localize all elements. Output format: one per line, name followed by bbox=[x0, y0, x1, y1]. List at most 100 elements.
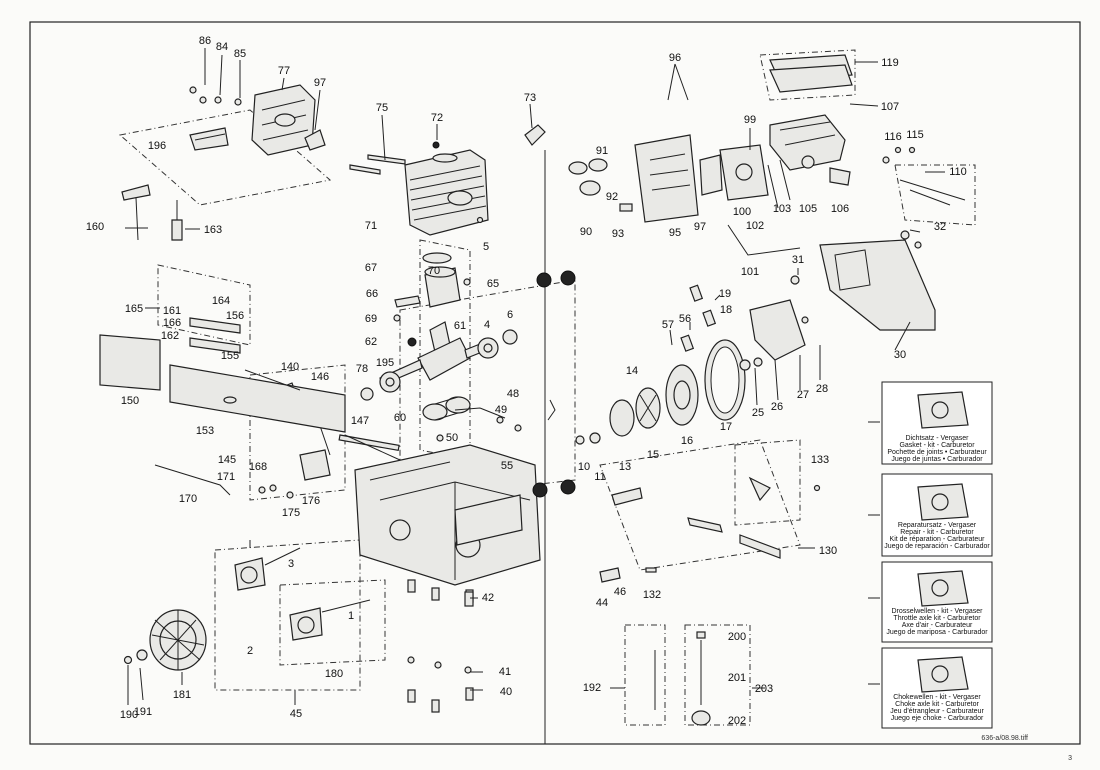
group-45-box bbox=[214, 539, 361, 691]
impulse-hose bbox=[454, 407, 506, 419]
intake-rings bbox=[568, 158, 608, 196]
callout-label-78: 78 bbox=[356, 363, 368, 375]
kit-200-line-2: Gasket - kit - Carburetor bbox=[899, 442, 975, 449]
callout-label-190: 190 bbox=[120, 709, 138, 721]
callout-label-99: 99 bbox=[744, 114, 756, 126]
callout-label-28: 28 bbox=[816, 383, 828, 395]
callout-label-67: 67 bbox=[365, 262, 377, 274]
filter-base bbox=[769, 114, 846, 171]
choke-rod bbox=[767, 159, 791, 209]
callout-label-44: 44 bbox=[596, 597, 608, 609]
clutch bbox=[635, 387, 661, 429]
callout-label-165: 165 bbox=[125, 303, 143, 315]
callout-label-3: 3 bbox=[288, 558, 294, 570]
callout-label-156: 156 bbox=[226, 310, 244, 322]
kit-201-line-3: Kit de réparation - Carburateur bbox=[890, 536, 986, 543]
chain-brake bbox=[749, 299, 809, 361]
callout-label-46: 46 bbox=[614, 586, 626, 598]
callout-label-30: 30 bbox=[894, 349, 906, 361]
kit-box-201 bbox=[881, 473, 993, 557]
kit-201-line-2: Repair - kit - Carburetor bbox=[900, 529, 974, 536]
oil-pump-2 bbox=[289, 599, 371, 641]
callout-label-11: 11 bbox=[594, 471, 605, 483]
group-78-box bbox=[118, 109, 332, 206]
spark-plug-nut bbox=[432, 141, 440, 149]
callout-label-4: 4 bbox=[484, 319, 490, 331]
page-frame bbox=[29, 21, 1081, 745]
group-180-box bbox=[624, 624, 666, 726]
callout-label-16: 16 bbox=[681, 435, 693, 447]
callout-label-86: 86 bbox=[199, 35, 211, 47]
callout-label-166: 166 bbox=[163, 317, 181, 329]
callout-label-17: 17 bbox=[720, 421, 732, 433]
short-circuit-wire bbox=[154, 464, 231, 496]
kit-201-line-4: Juego de reparación - Carburador bbox=[884, 543, 990, 550]
callout-label-5: 5 bbox=[483, 241, 489, 253]
callout-label-100: 100 bbox=[733, 206, 751, 218]
callout-label-171: 171 bbox=[217, 471, 235, 483]
kit-200-line-4: Juego de juntas • Carburador bbox=[891, 456, 983, 463]
callout-label-66: 66 bbox=[366, 288, 378, 300]
callout-label-195: 195 bbox=[376, 357, 394, 369]
callout-label-160: 160 bbox=[86, 221, 104, 233]
group-175-box bbox=[279, 579, 386, 666]
muffler-nuts bbox=[189, 86, 242, 106]
clutch-washer bbox=[609, 399, 635, 437]
callout-label-73: 73 bbox=[524, 92, 536, 104]
callout-label-42: 42 bbox=[482, 592, 494, 604]
callout-label-119: 119 bbox=[881, 57, 899, 69]
callout-label-155: 155 bbox=[221, 350, 239, 362]
group-192-box bbox=[684, 624, 751, 726]
callout-label-90: 90 bbox=[580, 226, 592, 238]
callout-label-26: 26 bbox=[771, 401, 783, 413]
cylinder bbox=[404, 149, 489, 236]
callout-label-162: 162 bbox=[161, 330, 179, 342]
spring-parts bbox=[680, 284, 717, 352]
callout-label-107: 107 bbox=[881, 101, 899, 113]
callout-label-27: 27 bbox=[797, 389, 809, 401]
callout-label-150: 150 bbox=[121, 395, 139, 407]
callout-label-180: 180 bbox=[325, 668, 343, 680]
callout-label-49: 49 bbox=[495, 404, 507, 416]
throttle-linkage bbox=[899, 179, 966, 206]
carburetor-gasket bbox=[699, 154, 723, 196]
callout-label-115: 115 bbox=[906, 129, 924, 141]
crankcase-group-box bbox=[399, 279, 576, 501]
callout-label-48: 48 bbox=[507, 388, 519, 400]
kit-box-200 bbox=[881, 381, 993, 465]
av-buffer-bolts bbox=[407, 579, 474, 713]
kit-box-203 bbox=[881, 647, 993, 729]
callout-label-32: 32 bbox=[934, 221, 946, 233]
callout-label-18: 18 bbox=[720, 304, 732, 316]
cover-nuts bbox=[900, 230, 922, 249]
callout-label-31: 31 bbox=[792, 254, 804, 266]
combination-wrench bbox=[121, 184, 151, 241]
screwdriver bbox=[171, 200, 183, 241]
callout-label-13: 13 bbox=[619, 461, 631, 473]
chain-tensioner bbox=[611, 476, 781, 559]
callout-label-25: 25 bbox=[752, 407, 764, 419]
callout-label-15: 15 bbox=[647, 449, 659, 461]
oil-pump-washers bbox=[575, 357, 763, 445]
callout-label-19: 19 bbox=[719, 288, 731, 300]
kit-202-line-1: Drosselwellen - kit - Vergaser bbox=[891, 608, 983, 615]
kit-202-line-2: Throttle axle kit - Carburetor bbox=[893, 615, 981, 622]
page-number: 3 bbox=[1068, 755, 1072, 762]
kit-203-line-1: Chokewellen - kit - Vergaser bbox=[893, 694, 981, 701]
brake-band bbox=[704, 339, 746, 421]
drawing-code: 636-a/08.98.tiff bbox=[981, 735, 1028, 742]
sprocket-cover bbox=[819, 239, 936, 331]
callout-label-97: 97 bbox=[694, 221, 706, 233]
crankcase bbox=[338, 434, 541, 586]
piston-ring bbox=[422, 252, 452, 264]
callout-label-102: 102 bbox=[746, 220, 764, 232]
bearings bbox=[360, 329, 518, 401]
callout-label-91: 91 bbox=[596, 145, 608, 157]
callout-label-164: 164 bbox=[212, 295, 230, 307]
callout-label-45: 45 bbox=[290, 708, 302, 720]
crankcase-screws bbox=[436, 416, 522, 442]
callout-label-97: 97 bbox=[314, 77, 326, 89]
group-110-box bbox=[894, 164, 976, 226]
callout-label-1: 1 bbox=[348, 610, 354, 622]
